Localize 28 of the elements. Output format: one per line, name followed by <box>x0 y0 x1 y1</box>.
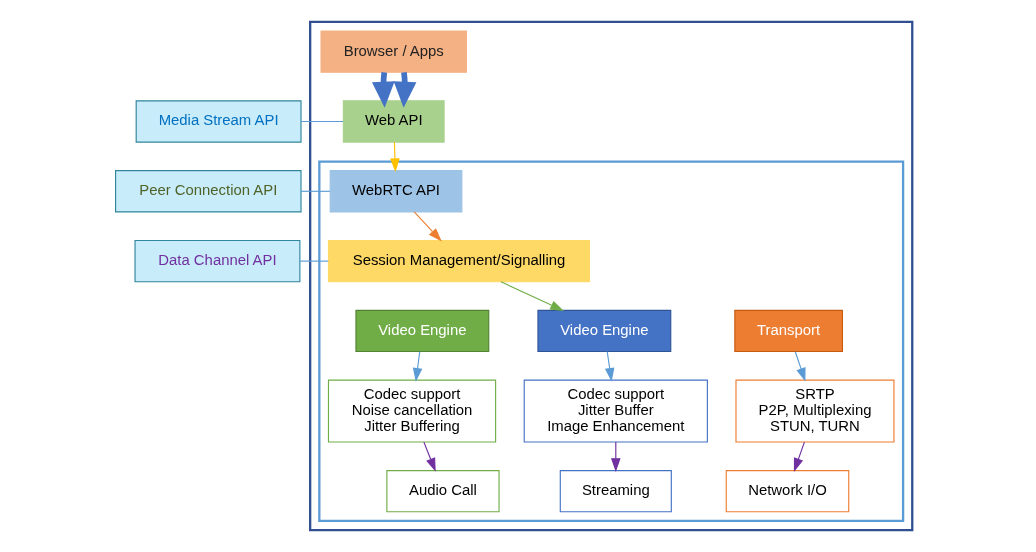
node-box: Transport <box>733 309 843 353</box>
arrow <box>499 281 564 312</box>
node-box: Media Stream API <box>135 100 302 143</box>
arrow <box>412 351 422 382</box>
arrow <box>793 441 805 472</box>
node-box: Data Channel API <box>133 239 300 283</box>
arrow <box>413 211 442 242</box>
node-box: Session Management/Signalling <box>327 239 590 283</box>
node-box: Codec support Noise cancellation Jitter Buffering <box>327 379 496 443</box>
node-box: Streaming <box>559 470 672 513</box>
node-box: Browser / Apps <box>320 30 467 73</box>
connector <box>300 190 331 192</box>
node-box: Video Engine <box>354 309 489 353</box>
arrow <box>389 141 400 173</box>
node-box: SRTP P2P, Multiplexing STUN, TURN <box>734 379 895 443</box>
arrow <box>604 351 614 382</box>
node-box: Web API <box>342 100 445 143</box>
cluster <box>308 20 913 532</box>
node-box: Peer Connection API <box>114 170 302 213</box>
node-box: Network I/O <box>725 470 849 513</box>
node-box: Codec support Jitter Buffer Image Enhancement <box>523 379 708 443</box>
node-box: Audio Call <box>385 470 500 513</box>
connector <box>299 120 344 123</box>
arrow <box>422 441 436 472</box>
node-box: Video Engine <box>536 309 671 353</box>
arrow <box>794 351 806 382</box>
node-box: WebRTC API <box>329 170 462 213</box>
connector <box>298 260 329 262</box>
